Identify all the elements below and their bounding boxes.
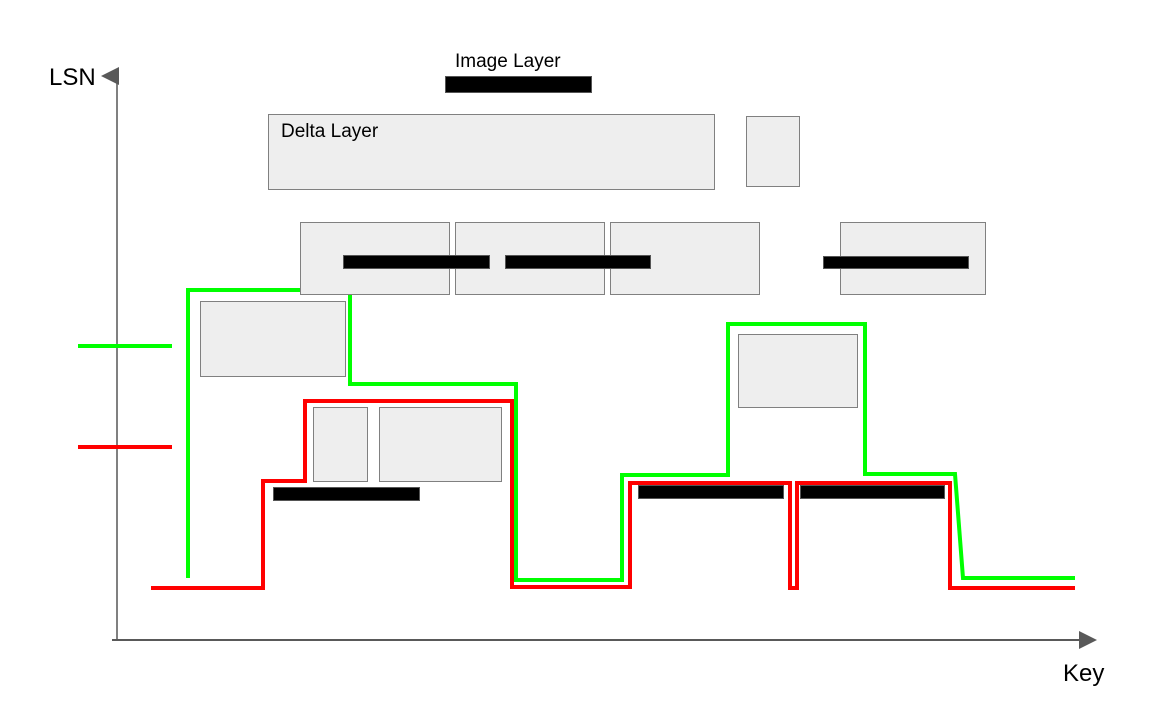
record-bar-row3-2[interactable] [505, 255, 651, 269]
delta-box-red-small[interactable] [313, 407, 368, 482]
y-axis-label: LSN [49, 64, 96, 91]
image-layer-bar[interactable] [445, 76, 592, 93]
x-axis-label: Key [1063, 660, 1105, 687]
record-bar-row3-3[interactable] [823, 256, 969, 269]
image-layer-caption: Image Layer [455, 51, 561, 72]
delta-layer-side-box[interactable] [746, 116, 800, 187]
record-bar-red-left[interactable] [273, 487, 420, 501]
red-lsn-step-line [151, 399, 1075, 590]
delta-box-green-right[interactable] [738, 334, 858, 408]
record-bar-red-right[interactable] [800, 485, 945, 499]
delta-box-green-left[interactable] [200, 301, 346, 377]
record-bar-row3-1[interactable] [343, 255, 490, 269]
green-lsn-step-line [186, 288, 1075, 582]
record-bar-red-mid[interactable] [638, 485, 784, 499]
delta-layer-caption: Delta Layer [281, 121, 379, 142]
delta-layer-main-box[interactable] [268, 114, 715, 190]
delta-box-red-wide[interactable] [379, 407, 502, 482]
